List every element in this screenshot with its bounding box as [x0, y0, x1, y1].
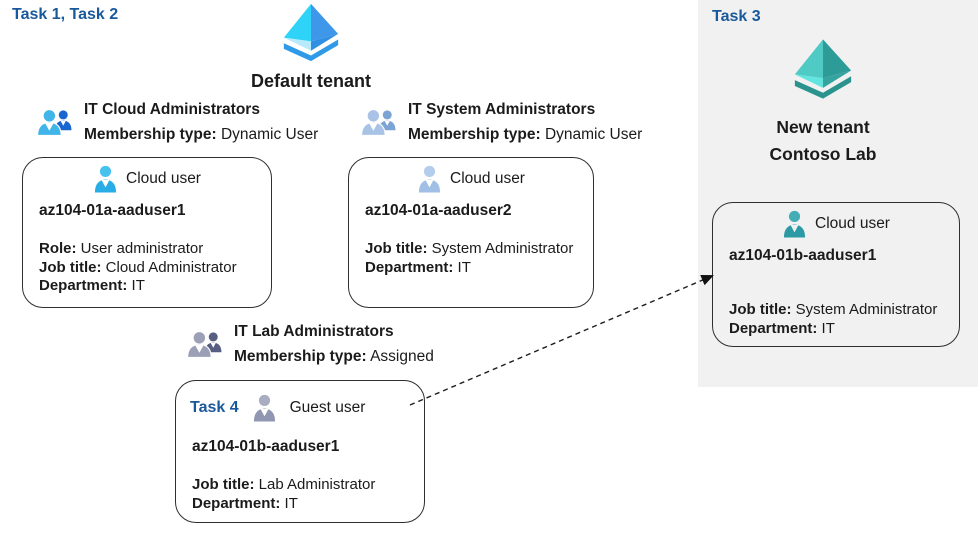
new-tenant-line1: New tenant	[776, 117, 870, 137]
default-tenant-block: Default tenant	[200, 3, 422, 92]
user-fields: Job title: System Administrator Departme…	[365, 240, 573, 277]
user-name: az104-01a-aaduser2	[365, 202, 512, 219]
field-role: Role: User administrator	[39, 240, 204, 257]
user-type-label: Cloud user	[126, 170, 201, 187]
task-4-label: Task 4	[190, 399, 239, 416]
new-tenant-line2: Contoso Lab	[769, 144, 877, 164]
group-name: IT System Administrators	[408, 101, 596, 118]
field-department: Department: IT	[192, 494, 298, 512]
user-card-aaduser1: Cloud user az104-01a-aaduser1 Role: User…	[22, 157, 272, 308]
field-job-title: Job title: System Administrator	[729, 301, 938, 318]
user-card-aaduser2: Cloud user az104-01a-aaduser2 Job title:…	[348, 157, 594, 308]
new-tenant-title: New tenant Contoso Lab	[770, 114, 877, 168]
user-name: az104-01b-aaduser1	[729, 247, 877, 264]
group-it-cloud-administrators: IT Cloud Administrators Membership type:…	[36, 100, 318, 144]
membership-type-value: Dynamic User	[544, 126, 643, 143]
user-type-label: Guest user	[289, 399, 366, 416]
cloud-user-icon	[417, 165, 442, 193]
membership-type-label: Membership type:	[408, 126, 541, 143]
membership-type-label: Membership type:	[84, 126, 217, 143]
new-tenant-block: New tenant Contoso Lab	[712, 37, 934, 168]
user-card-header: Cloud user	[23, 164, 271, 194]
user-type-label: Cloud user	[815, 215, 890, 232]
group-icon	[360, 106, 397, 138]
membership-type-line: Membership type: Dynamic User	[408, 125, 642, 144]
entra-id-tenant-icon-teal	[790, 37, 856, 101]
membership-type-value: Assigned	[370, 348, 434, 365]
user-name: az104-01b-aaduser1	[192, 438, 340, 455]
user-card-header: Cloud user	[713, 209, 959, 239]
cloud-user-icon	[93, 165, 118, 193]
user-type-label: Cloud user	[450, 170, 525, 187]
user-fields: Role: User administrator Job title: Clou…	[39, 240, 237, 296]
membership-type-line: Membership type: Dynamic User	[84, 125, 318, 144]
default-tenant-title: Default tenant	[250, 71, 371, 91]
user-fields: Job title: Lab Administrator Department:…	[192, 476, 375, 513]
group-name: IT Lab Administrators	[234, 323, 394, 340]
cloud-user-icon	[782, 210, 807, 238]
user-card-newtenant-aaduser1: Cloud user az104-01b-aaduser1 Job title:…	[712, 202, 960, 347]
task-1-2-label: Task 1, Task 2	[12, 6, 119, 23]
group-it-system-administrators: IT System Administrators Membership type…	[360, 100, 642, 144]
field-department: Department: IT	[365, 258, 471, 276]
membership-type-label: Membership type:	[234, 348, 367, 365]
group-icon	[186, 328, 223, 360]
guest-user-icon	[252, 394, 277, 422]
field-job-title: Job title: Cloud Administrator	[39, 258, 237, 276]
field-department: Department: IT	[729, 319, 835, 337]
user-card-guest-aaduser1: Task 4 Guest user az104-01b-aaduser1 Job…	[175, 380, 425, 523]
user-fields: Job title: System Administrator Departme…	[729, 301, 937, 338]
entra-id-tenant-icon-blue	[277, 3, 345, 62]
field-job-title: Job title: Lab Administrator	[192, 476, 376, 493]
user-card-header: Task 4 Guest user	[176, 393, 424, 423]
membership-type-value: Dynamic User	[220, 126, 319, 143]
user-name: az104-01a-aaduser1	[39, 202, 186, 219]
membership-type-line: Membership type: Assigned	[234, 347, 434, 366]
field-job-title: Job title: System Administrator	[365, 240, 574, 257]
group-icon	[36, 106, 73, 138]
task-3-label: Task 3	[712, 8, 761, 25]
group-name: IT Cloud Administrators	[84, 101, 260, 118]
field-department: Department: IT	[39, 277, 145, 294]
group-it-lab-administrators: IT Lab Administrators Membership type: A…	[186, 322, 434, 366]
user-card-header: Cloud user	[349, 164, 593, 194]
